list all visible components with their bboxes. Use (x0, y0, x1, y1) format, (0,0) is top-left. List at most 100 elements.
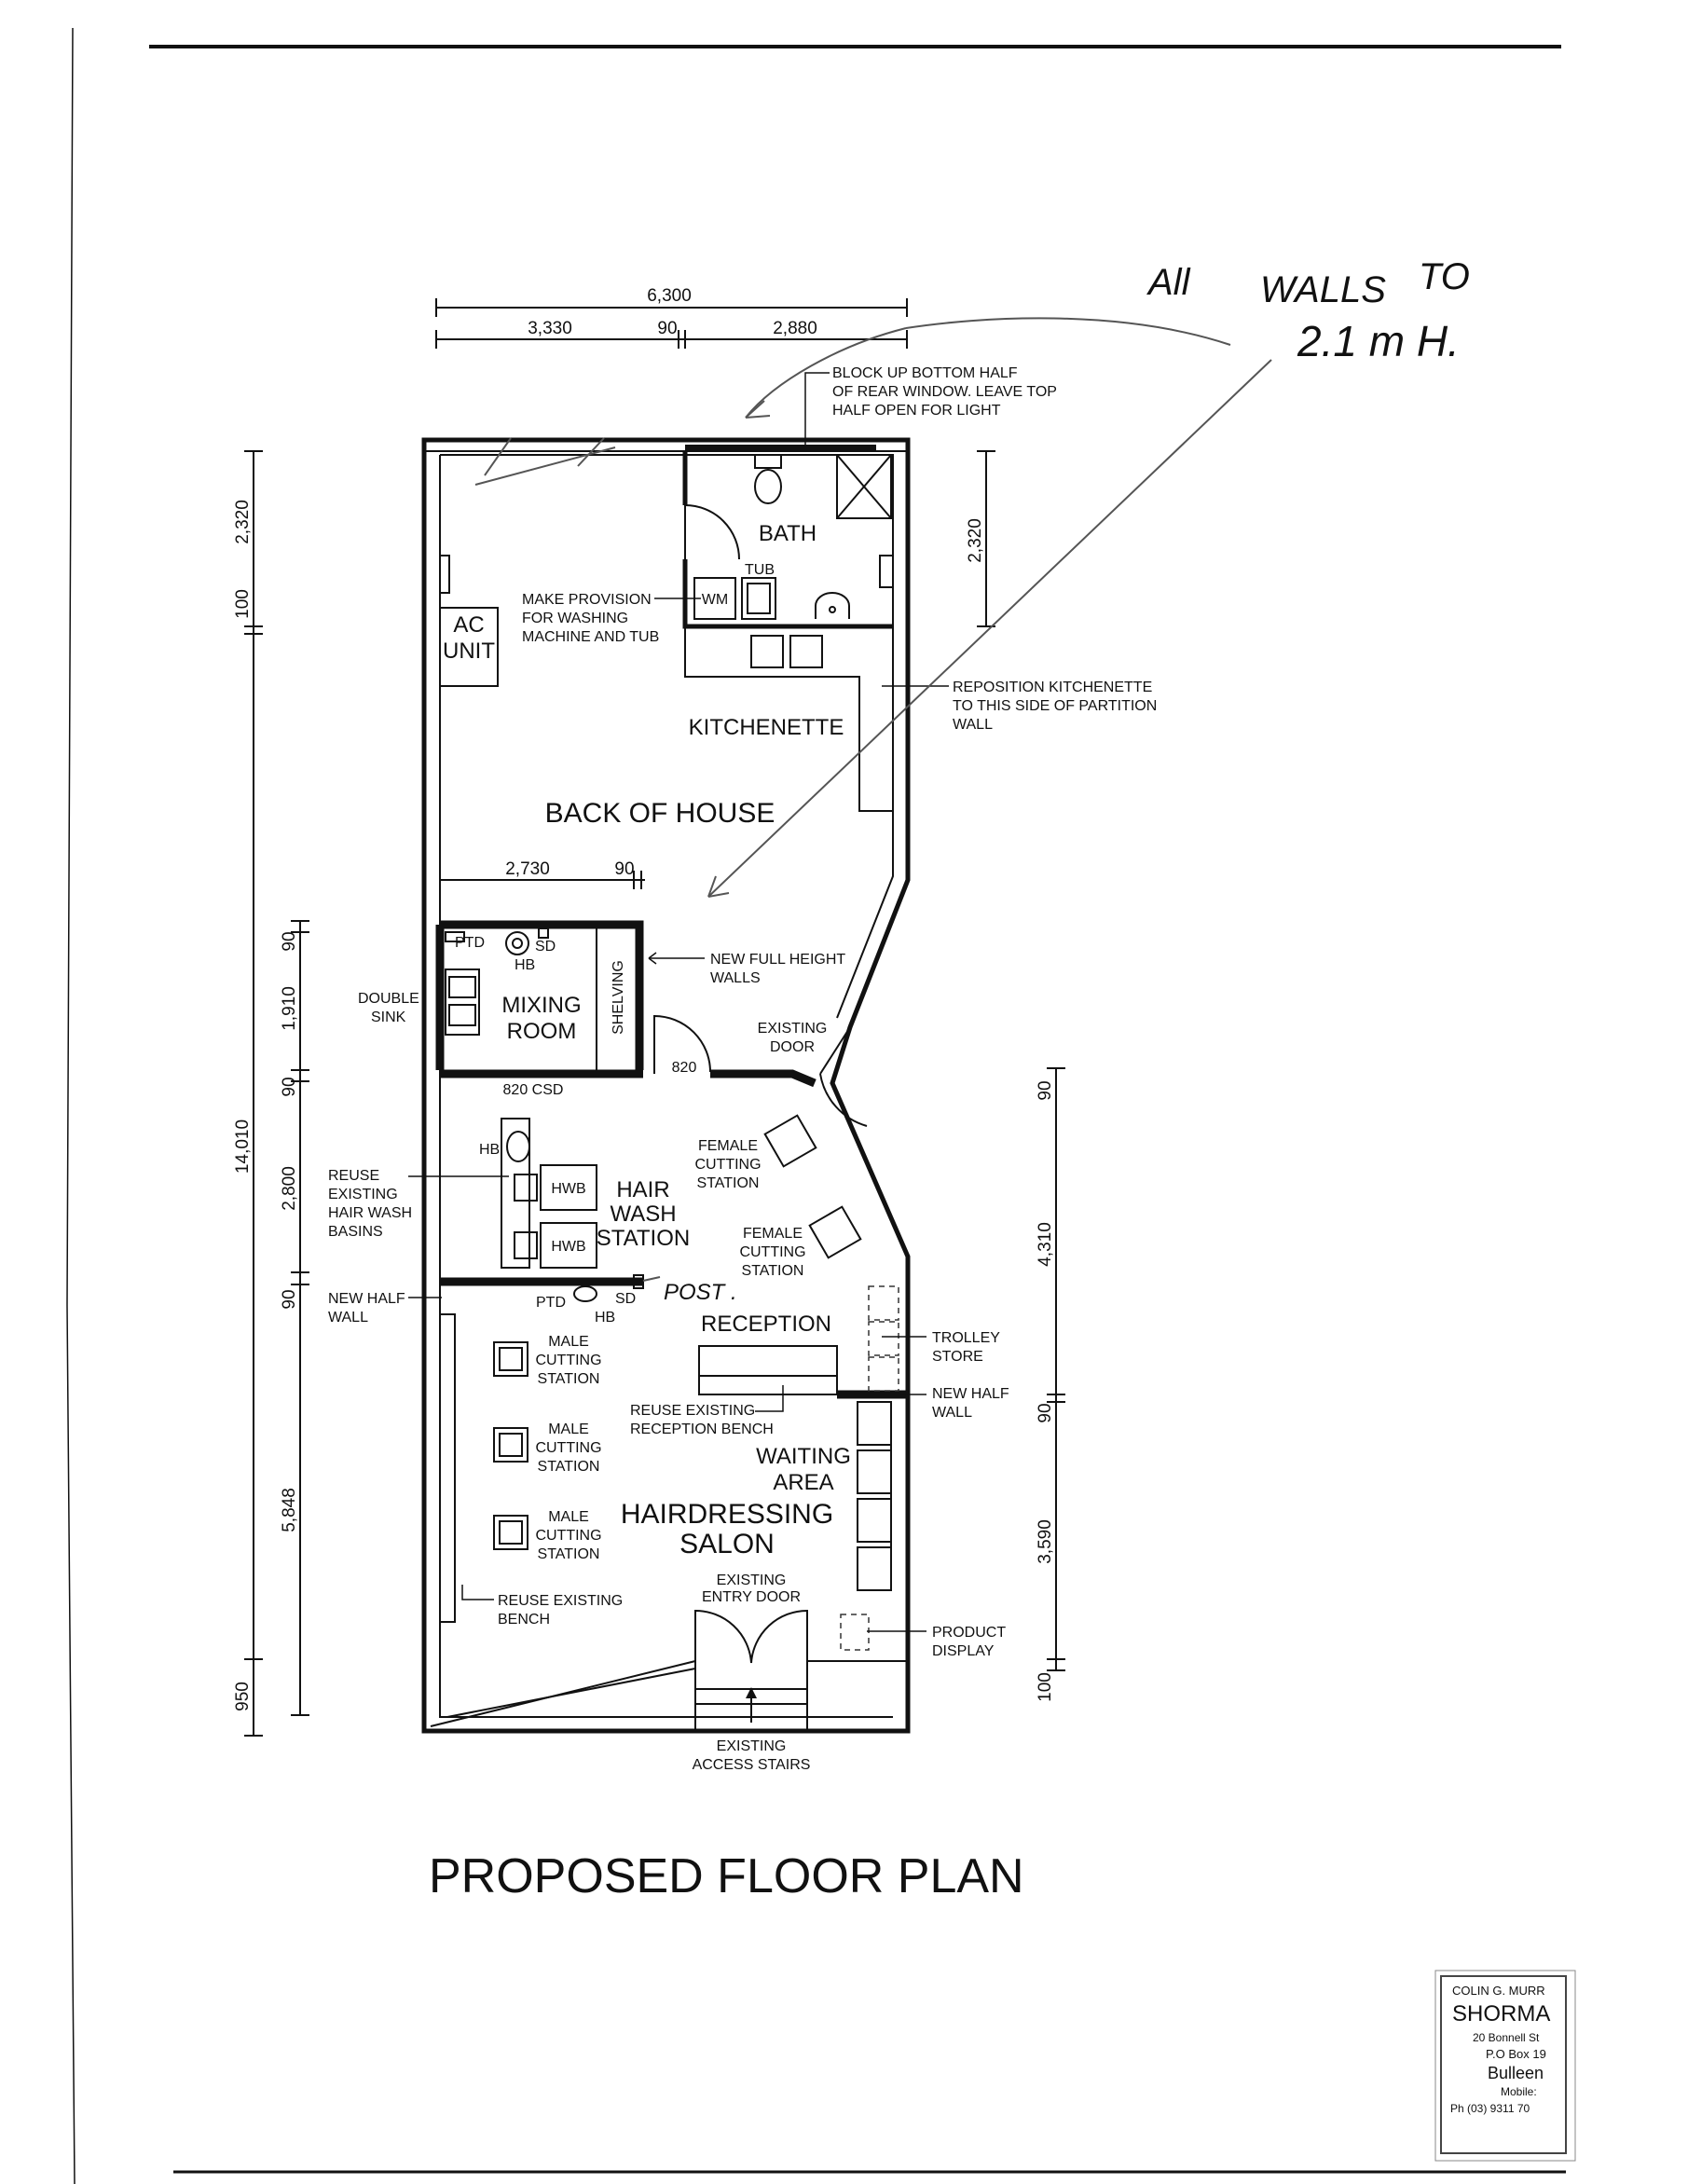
note-full-height-2: WALLS (710, 970, 761, 986)
scan-edge (66, 27, 75, 2184)
room-waiting-1: WAITING (756, 1444, 851, 1469)
dim-right-4: 3,590 (1036, 1519, 1055, 1564)
dim-inner-mid: 90 (614, 859, 634, 879)
note-kitchen-1: REPOSITION KITCHENETTE (953, 680, 1152, 695)
male-1-l3: STATION (538, 1371, 600, 1387)
hb-label-2: HB (479, 1142, 500, 1158)
tb-line-7: Ph (03) 9311 70 (1450, 2102, 1530, 2115)
female-2-l3: STATION (742, 1263, 804, 1279)
room-mixing-2: ROOM (507, 1019, 577, 1044)
female-1-l3: STATION (697, 1175, 760, 1191)
dim-top-right: 2,880 (773, 319, 817, 338)
annotations: BLOCK UP BOTTOM HALF OF REAR WINDOW. LEA… (328, 365, 1157, 1773)
note-half-wall-2: WALL (328, 1310, 368, 1326)
title-block: COLIN G. MURR SHORMA 20 Bonnell St P.O B… (1434, 1970, 1576, 2162)
room-shelving: SHELVING (611, 960, 626, 1035)
note-reception-bench-2: RECEPTION BENCH (630, 1422, 774, 1437)
dim-top-total: 6,300 (647, 286, 692, 306)
note-entry-1: EXISTING (717, 1573, 787, 1588)
hand-post: POST . (664, 1280, 737, 1305)
dim-bath-right: 2,320 (966, 518, 985, 563)
note-wm-2: FOR WASHING (522, 611, 628, 626)
note-basins-1: REUSE (328, 1168, 379, 1184)
tb-line-5: Bulleen (1488, 2064, 1544, 2082)
hb-label-3: HB (595, 1310, 615, 1326)
tub-label: TUB (745, 562, 775, 578)
tb-line-3: 20 Bonnell St (1473, 2031, 1540, 2044)
room-salon-2: SALON (679, 1529, 775, 1559)
room-kitchenette: KITCHENETTE (689, 715, 844, 740)
note-rear-window-1: BLOCK UP BOTTOM HALF (832, 365, 1018, 381)
note-wm-3: MACHINE AND TUB (522, 629, 659, 645)
dim-inner-left: 2,730 (505, 859, 550, 879)
note-existing-door-2: DOOR (770, 1039, 815, 1055)
note-trolley-1: TROLLEY (932, 1330, 1000, 1346)
ac-label-1: AC (453, 612, 484, 638)
kitchenette-area: KITCHENETTE BACK OF HOUSE AC UNIT (439, 555, 893, 829)
plan-title: PROPOSED FLOOR PLAN (429, 1849, 1024, 1903)
right-dimensions: 90 4,310 90 3,590 100 2,320 (966, 450, 1065, 1702)
dim-right-2: 4,310 (1036, 1222, 1055, 1267)
ptd-label-1: PTD (455, 935, 485, 951)
male-chair-3 (493, 1515, 528, 1550)
male-1-l1: MALE (548, 1334, 589, 1350)
female-1-l1: FEMALE (698, 1138, 758, 1154)
male-3-l1: MALE (548, 1509, 589, 1525)
hair-wash-basin-2: HWB (514, 1222, 597, 1269)
note-wm-1: MAKE PROVISION (522, 592, 652, 608)
male-2-l1: MALE (548, 1422, 589, 1437)
dim-top-left: 3,330 (528, 319, 572, 338)
salon-area: MALE CUTTING STATION MALE CUTTING STATIO… (430, 1285, 908, 1731)
dim-right-3: 90 (1036, 1403, 1055, 1422)
mixing-room: PTD HB SD MIXING ROOM SHELVING 820 CSD 8… (435, 879, 868, 1127)
dim-left-c: 950 (233, 1682, 253, 1711)
note-double-sink-2: SINK (371, 1010, 406, 1025)
reception-bench (698, 1345, 838, 1395)
room-hair-wash-3: STATION (597, 1226, 690, 1251)
dim-left-b: 100 (233, 589, 253, 619)
dim-left2-3: 90 (280, 1077, 299, 1096)
dim-left2-1: 90 (280, 931, 299, 951)
dim-left2-6: 5,848 (280, 1488, 299, 1532)
note-half-wall-r-2: WALL (932, 1405, 972, 1421)
hand-height: 2.1 m H. (1297, 317, 1460, 365)
dim-top-mid: 90 (657, 319, 677, 338)
hand-basin-icon (505, 931, 529, 955)
entry-door (694, 1609, 808, 1664)
female-2-l2: CUTTING (739, 1244, 805, 1260)
hand-to: TO (1419, 256, 1470, 297)
tb-line-4: P.O Box 19 (1486, 2047, 1546, 2061)
ac-label-2: UNIT (443, 639, 495, 664)
hwb-label-2: HWB (551, 1239, 585, 1255)
male-2-l2: CUTTING (535, 1440, 601, 1456)
dim-right-1: 90 (1036, 1080, 1055, 1100)
note-stairs-1: EXISTING (717, 1738, 787, 1754)
note-basins-2: EXISTING (328, 1187, 398, 1202)
note-bench-1: REUSE EXISTING (498, 1593, 623, 1609)
dim-left2-5: 90 (280, 1289, 299, 1309)
dim-left2-2: 1,910 (280, 986, 299, 1031)
ptd-label-2: PTD (536, 1295, 566, 1311)
dim-left-total: 14,010 (233, 1119, 253, 1174)
room-reception: RECEPTION (701, 1312, 831, 1337)
female-cutting-station-1: FEMALE CUTTING STATION (694, 1114, 817, 1191)
inner-dimension: 2,730 90 (439, 859, 645, 889)
room-bath: BATH (759, 521, 817, 546)
note-existing-door-1: EXISTING (758, 1021, 828, 1037)
note-double-sink-1: DOUBLE (358, 991, 419, 1007)
csd-label: 820 CSD (503, 1082, 564, 1098)
access-stairs (695, 1687, 807, 1723)
basin-icon (815, 592, 850, 619)
note-trolley-2: STORE (932, 1349, 983, 1365)
sd-label-2: SD (615, 1291, 636, 1307)
hair-wash-area: HWB HWB HB HAIR WASH STATION PTD HB SD (439, 1081, 690, 1326)
male-2-l3: STATION (538, 1459, 600, 1475)
hwb-label-1: HWB (551, 1181, 585, 1197)
room-salon-1: HAIRDRESSING (621, 1499, 833, 1530)
tb-line-1: COLIN G. MURR (1452, 1984, 1545, 1998)
room-hair-wash-1: HAIR (616, 1177, 669, 1202)
note-bench-2: BENCH (498, 1612, 550, 1628)
dim-left2-4: 2,800 (280, 1166, 299, 1211)
sd-label-1: SD (535, 939, 556, 955)
note-rear-window-3: HALF OPEN FOR LIGHT (832, 403, 1001, 419)
